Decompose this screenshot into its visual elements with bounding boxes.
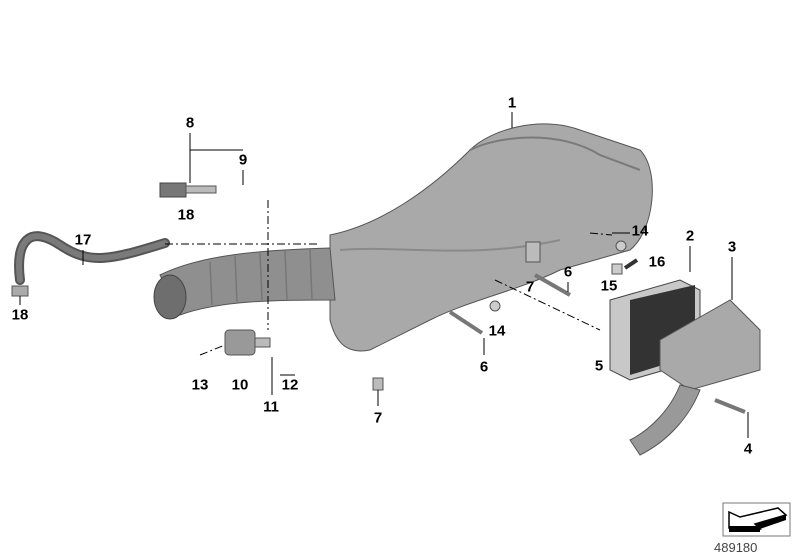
hose-clamp[interactable] — [11, 285, 29, 297]
part-label-16[interactable]: 16 — [648, 253, 666, 271]
diagram-reference-number: 489180 — [714, 540, 758, 555]
part-label-6[interactable]: 6 — [563, 263, 573, 281]
housing-cover[interactable] — [629, 299, 761, 456]
part-label-12[interactable]: 12 — [281, 376, 299, 394]
part-label-18[interactable]: 18 — [177, 206, 195, 224]
part-label-18[interactable]: 18 — [11, 306, 29, 324]
part-label-7[interactable]: 7 — [373, 409, 383, 427]
orientation-logo — [722, 502, 791, 537]
part-label-17[interactable]: 17 — [74, 231, 92, 249]
leader-lines — [19, 112, 749, 438]
part-label-15[interactable]: 15 — [600, 277, 618, 295]
part-label-14[interactable]: 14 — [631, 222, 649, 240]
air-filter-housing[interactable] — [329, 123, 653, 352]
sensor[interactable] — [159, 182, 187, 198]
part-label-13[interactable]: 13 — [191, 376, 209, 394]
part-label-8[interactable]: 8 — [185, 114, 195, 132]
part-label-11[interactable]: 11 — [263, 398, 279, 416]
part-label-10[interactable]: 10 — [231, 376, 249, 394]
part-label-9[interactable]: 9 — [238, 151, 248, 169]
part-label-14[interactable]: 14 — [488, 322, 506, 340]
intake-duct[interactable] — [153, 247, 336, 320]
part-label-7[interactable]: 7 — [525, 278, 535, 296]
part-label-2[interactable]: 2 — [685, 227, 695, 245]
part-label-1[interactable]: 1 — [507, 94, 517, 112]
idle-valve[interactable] — [224, 329, 256, 356]
part-label-4[interactable]: 4 — [743, 440, 753, 458]
part-label-5[interactable]: 5 — [594, 357, 604, 375]
part-label-6[interactable]: 6 — [479, 358, 489, 376]
part-label-3[interactable]: 3 — [727, 238, 737, 256]
